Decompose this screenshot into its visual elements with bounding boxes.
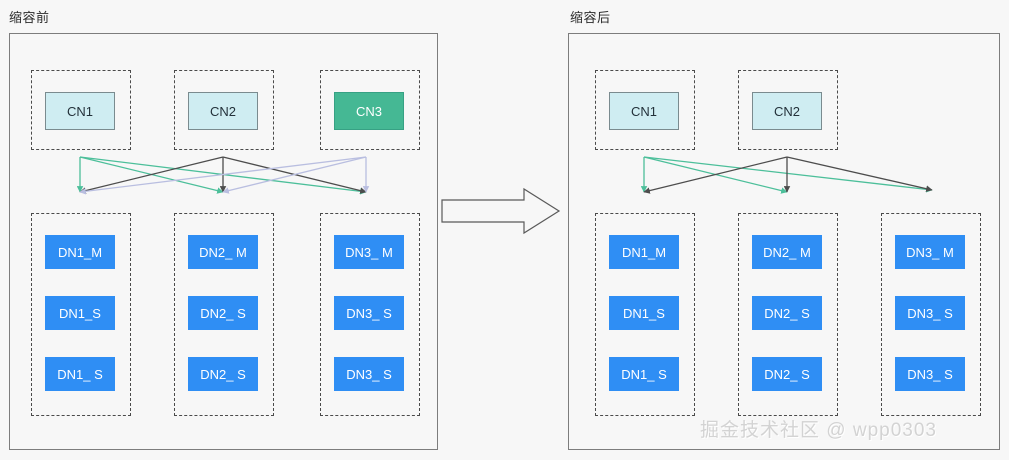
- cn-node-cn2-after[interactable]: CN2: [752, 92, 822, 130]
- cn-group-2-after: [738, 70, 838, 150]
- dn-node-before-2-1[interactable]: DN2_ S: [188, 296, 258, 330]
- cn-group-1-after: [595, 70, 695, 150]
- cn-node-cn1-after[interactable]: CN1: [609, 92, 679, 130]
- dn-node-before-3-1[interactable]: DN3_ S: [334, 296, 404, 330]
- dn-node-after-3-1[interactable]: DN3_ S: [895, 296, 965, 330]
- cn-node-cn1-before[interactable]: CN1: [45, 92, 115, 130]
- dn-group-3-before: [320, 213, 420, 416]
- dn-node-before-1-0[interactable]: DN1_M: [45, 235, 115, 269]
- dn-node-after-2-1[interactable]: DN2_ S: [752, 296, 822, 330]
- cn-node-cn2-before[interactable]: CN2: [188, 92, 258, 130]
- cn-group-1-before: [31, 70, 131, 150]
- dn-node-after-2-0[interactable]: DN2_ M: [752, 235, 822, 269]
- transition-right-arrow-icon: [441, 187, 561, 235]
- dn-node-after-2-2[interactable]: DN2_ S: [752, 357, 822, 391]
- dn-node-before-3-2[interactable]: DN3_ S: [334, 357, 404, 391]
- dn-node-before-3-0[interactable]: DN3_ M: [334, 235, 404, 269]
- dn-group-2-after: [738, 213, 838, 416]
- cn-group-2-before: [174, 70, 274, 150]
- dn-node-before-2-0[interactable]: DN2_ M: [188, 235, 258, 269]
- dn-node-after-3-2[interactable]: DN3_ S: [895, 357, 965, 391]
- dn-group-2-before: [174, 213, 274, 416]
- panel-title-before: 缩容前: [9, 10, 50, 25]
- dn-node-after-3-0[interactable]: DN3_ M: [895, 235, 965, 269]
- watermark-text: 掘金技术社区 @ wpp0303: [700, 420, 937, 441]
- panel-title-after: 缩容后: [570, 10, 611, 25]
- cn-group-3-before: [320, 70, 420, 150]
- cn-node-cn3-before[interactable]: CN3: [334, 92, 404, 130]
- dn-node-after-1-1[interactable]: DN1_S: [609, 296, 679, 330]
- dn-node-after-1-2[interactable]: DN1_ S: [609, 357, 679, 391]
- dn-node-before-1-2[interactable]: DN1_ S: [45, 357, 115, 391]
- dn-group-3-after: [881, 213, 981, 416]
- dn-node-before-2-2[interactable]: DN2_ S: [188, 357, 258, 391]
- dn-node-after-1-0[interactable]: DN1_M: [609, 235, 679, 269]
- dn-node-before-1-1[interactable]: DN1_S: [45, 296, 115, 330]
- dn-group-1-before: [31, 213, 131, 416]
- dn-group-1-after: [595, 213, 695, 416]
